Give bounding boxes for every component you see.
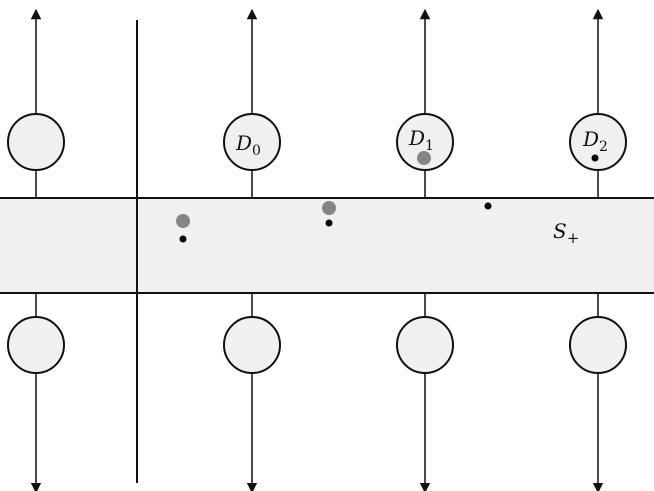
column-d1-lower-circle xyxy=(396,316,454,374)
column-0 xyxy=(7,8,65,491)
d0-label: D0 xyxy=(235,131,261,159)
strip-label: S+ xyxy=(553,219,579,247)
d1-label: D1 xyxy=(408,126,434,154)
d0-circle xyxy=(223,113,281,171)
strip-gray-dot-1 xyxy=(176,214,190,228)
column-d2-lower-circle xyxy=(569,316,627,374)
strip-black-dot-1 xyxy=(179,235,187,243)
column-d1: D1 xyxy=(396,8,454,491)
column-d0-lower-circle xyxy=(223,316,281,374)
column-d2: D2 xyxy=(569,8,627,491)
strip-gray-dot-2 xyxy=(322,201,336,215)
strip-black-dot-2 xyxy=(325,219,333,227)
strip-black-dot-3 xyxy=(484,202,492,210)
column-0-lower-circle xyxy=(7,316,65,374)
column-d0: D0 xyxy=(223,8,281,491)
column-0-upper-circle xyxy=(7,113,65,171)
d2-label: D2 xyxy=(582,127,608,155)
d2-black-dot xyxy=(591,154,599,162)
d2-circle xyxy=(569,113,627,171)
d1-gray-dot xyxy=(417,151,431,165)
d1-circle xyxy=(396,113,454,171)
